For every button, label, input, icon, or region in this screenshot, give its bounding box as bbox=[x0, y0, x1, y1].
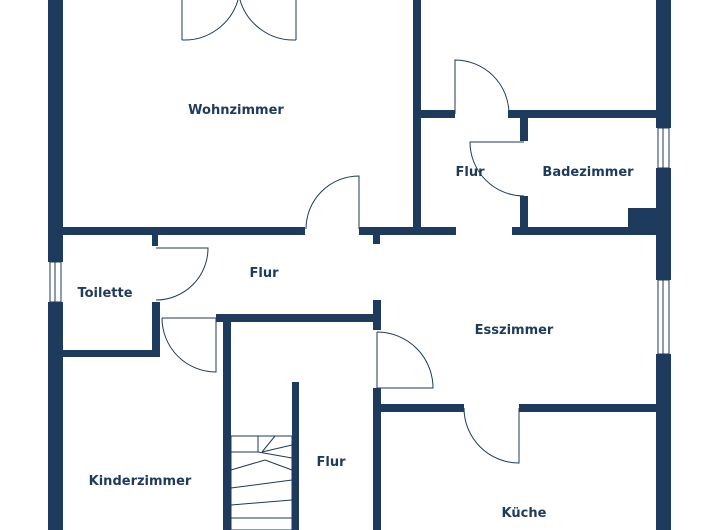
room-label-esszimmer: Esszimmer bbox=[475, 323, 554, 338]
room-label-badezimmer: Badezimmer bbox=[542, 165, 634, 180]
windows bbox=[49, 127, 670, 355]
room-label-wohnzimmer: Wohnzimmer bbox=[188, 103, 284, 118]
room-label-kinderzimmer: Kinderzimmer bbox=[89, 474, 192, 489]
wall-wohnzimmer-right bbox=[413, 0, 421, 234]
wall-bad-left-bottom bbox=[520, 196, 528, 234]
door-badezimmer bbox=[469, 141, 525, 197]
shaft bbox=[628, 208, 658, 234]
stair-rail bbox=[292, 382, 299, 530]
wall-stub-b bbox=[373, 234, 380, 244]
door-stair-hall bbox=[376, 331, 434, 389]
door-wohnzimmer-flur bbox=[305, 175, 360, 230]
wall-wohnzimmer-bottom-b bbox=[359, 227, 456, 235]
wall-stair-right-top bbox=[373, 300, 381, 330]
room-label-toilette: Toilette bbox=[77, 286, 132, 301]
wall-kueche-top-b bbox=[519, 404, 658, 412]
wall-toilette-bottom bbox=[63, 350, 160, 357]
interior-walls bbox=[63, 0, 658, 530]
wall-bad-top bbox=[508, 110, 658, 118]
room-label-flur-bottom: Flur bbox=[316, 455, 346, 470]
wall-right-lower bbox=[656, 354, 671, 530]
room-label-flur-top: Flur bbox=[455, 165, 485, 180]
wall-stair-right bbox=[373, 388, 381, 530]
door-toilette bbox=[155, 247, 209, 301]
wall-bad-bottom bbox=[512, 227, 658, 235]
door-flur-top bbox=[454, 59, 510, 115]
room-labels: Wohnzimmer Flur Badezimmer Toilette Flur… bbox=[77, 103, 634, 521]
door-wohnzimmer-right bbox=[239, 0, 297, 41]
door-wohnzimmer-left bbox=[181, 0, 239, 41]
outer-walls bbox=[48, 0, 671, 530]
wall-stub-a bbox=[152, 234, 158, 246]
room-label-kueche: Küche bbox=[502, 506, 547, 521]
wall-right-top bbox=[656, 0, 671, 128]
wall-kueche-top-a bbox=[380, 404, 464, 412]
doors bbox=[155, 0, 525, 464]
wall-flur-top bbox=[421, 110, 455, 118]
wall-left-lower bbox=[48, 302, 63, 530]
wall-stair-top bbox=[216, 314, 380, 322]
wall-right-mid bbox=[656, 168, 671, 280]
wall-stair-left bbox=[223, 320, 231, 530]
door-flur-lower bbox=[161, 317, 217, 373]
wall-bad-left-top bbox=[520, 117, 528, 141]
wall-left-upper bbox=[48, 0, 63, 262]
wall-toilette-right-lower bbox=[152, 302, 160, 356]
room-label-flur-middle: Flur bbox=[249, 266, 279, 281]
door-kueche bbox=[463, 407, 520, 464]
wall-wohnzimmer-bottom-a bbox=[63, 227, 305, 235]
staircase bbox=[230, 435, 293, 530]
